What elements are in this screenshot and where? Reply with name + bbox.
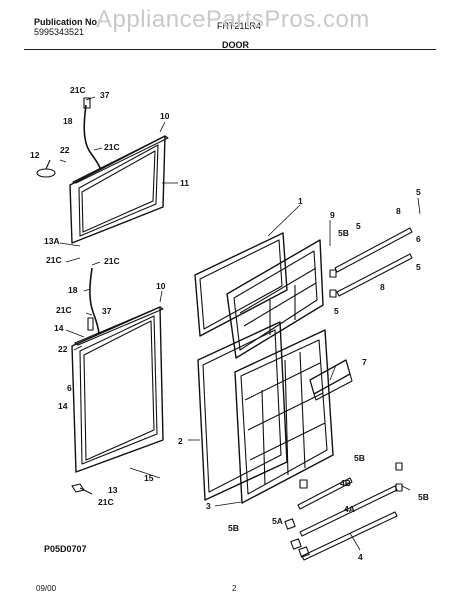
watermark: AppliancePartsPros.com	[96, 6, 370, 33]
upper-heater-wire	[83, 104, 102, 171]
callout: 37	[100, 90, 110, 100]
lower-wire-connector	[87, 317, 94, 331]
screw-cap	[329, 269, 337, 278]
upper-door-gasket	[69, 135, 169, 244]
callout: 12	[30, 150, 40, 160]
lower-trim-rod-4	[301, 511, 398, 561]
trim-end-cap-4	[298, 546, 310, 558]
trim-end-cap-3	[299, 479, 308, 489]
screw-cap-4	[395, 483, 403, 492]
lower-trim-rod-4B	[297, 477, 353, 510]
callout: 2	[178, 436, 183, 446]
callout: 6	[416, 234, 421, 244]
callout: 21C	[98, 497, 114, 507]
callout: 4	[358, 552, 363, 562]
callout: 5	[356, 221, 361, 231]
callout: 14	[58, 401, 68, 411]
callout: 1	[298, 196, 303, 206]
upper-trim-rod-2	[336, 253, 413, 297]
lower-trim-rod-4A	[299, 485, 398, 537]
callout: 5B	[228, 523, 239, 533]
trim-end-cap	[284, 518, 296, 530]
upper-wire-connector	[83, 97, 91, 109]
callout: 22	[60, 145, 70, 155]
callout: 10	[156, 281, 166, 291]
callout: 5	[334, 306, 339, 316]
fresh-food-door-liner	[234, 329, 334, 504]
callout: 4B	[340, 478, 351, 488]
freezer-door-gasket	[194, 232, 288, 337]
callout: 21C	[104, 256, 120, 266]
diagram-code: P05D0707	[44, 544, 87, 554]
publication-label: Publication No.	[34, 17, 100, 27]
callout: 21C	[46, 255, 62, 265]
callout: 22	[58, 344, 68, 354]
part-12-clip	[36, 168, 56, 178]
callout: 5	[416, 262, 421, 272]
part-13-hinge	[71, 483, 85, 493]
callout: 15	[144, 473, 154, 483]
callout: 10	[160, 111, 170, 121]
callout: 37	[102, 306, 112, 316]
lower-door-gasket	[71, 306, 164, 473]
freezer-door-liner	[226, 239, 324, 359]
callout: 11	[180, 178, 189, 188]
screw-cap-3	[395, 462, 403, 471]
callout: 6	[67, 383, 72, 393]
callout: 13A	[44, 236, 60, 246]
callout: 5B	[354, 453, 365, 463]
section-title: DOOR	[222, 40, 249, 50]
lower-heater-wire	[89, 267, 100, 334]
callout: 21C	[70, 85, 86, 95]
callout-labels: 21C 37 10 18 21C 12 22 11 13A 21C 21C 18…	[30, 85, 429, 562]
callout: 21C	[104, 142, 120, 152]
model-number: FRT21LR4	[217, 21, 261, 31]
callout: 13	[108, 485, 118, 495]
publication-number: 5995343521	[34, 27, 85, 37]
callout: 8	[380, 282, 385, 292]
callout: 7	[362, 357, 367, 367]
callout: 18	[68, 285, 78, 295]
callout: 8	[396, 206, 401, 216]
callout: 18	[63, 116, 73, 126]
callout: 21C	[56, 305, 72, 315]
screw-cap-2	[329, 289, 337, 298]
leader-lines	[59, 96, 421, 551]
callout: 3	[206, 501, 211, 511]
footer-page: 2	[232, 584, 237, 593]
callout: 9	[330, 210, 335, 220]
callout: 5B	[338, 228, 349, 238]
fresh-food-door-gasket	[197, 321, 288, 501]
callout: 4A	[344, 504, 355, 514]
callout: 14	[54, 323, 64, 333]
header-rule	[24, 49, 436, 50]
trim-end-cap-2	[290, 538, 302, 550]
callout: 5B	[418, 492, 429, 502]
callout: 5	[416, 187, 421, 197]
callout: 5A	[272, 516, 283, 526]
footer-date: 09/00	[36, 584, 57, 593]
